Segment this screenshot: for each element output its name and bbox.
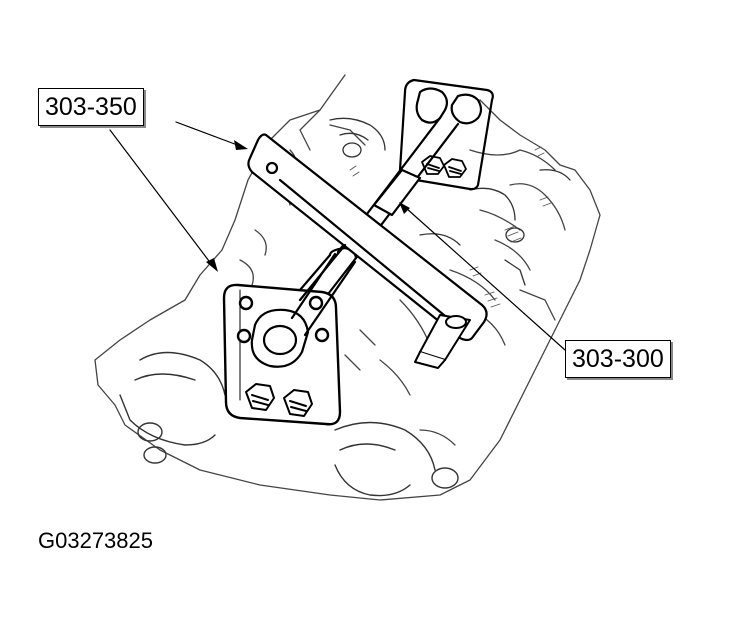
callout-label-303-300: 303-300: [565, 340, 671, 378]
rear-nut-pair: [421, 155, 467, 178]
front-nut-pair: [245, 383, 313, 417]
rear-alignment-plate: [398, 78, 494, 191]
hatching: [349, 146, 552, 308]
front-shaft-end: [250, 243, 357, 368]
figure-reference-id: G03273825: [38, 528, 153, 553]
camshaft-journal-rear: [329, 117, 571, 286]
camshaft-journal-front: [119, 351, 459, 497]
end-post: [414, 314, 471, 369]
leader-lines: [109, 121, 566, 351]
callout-label-303-350: 303-350: [38, 88, 144, 126]
cross-alignment-bar: [247, 133, 488, 342]
long-bar-upper: [372, 168, 422, 217]
cylinder-head-outline: [94, 74, 601, 501]
